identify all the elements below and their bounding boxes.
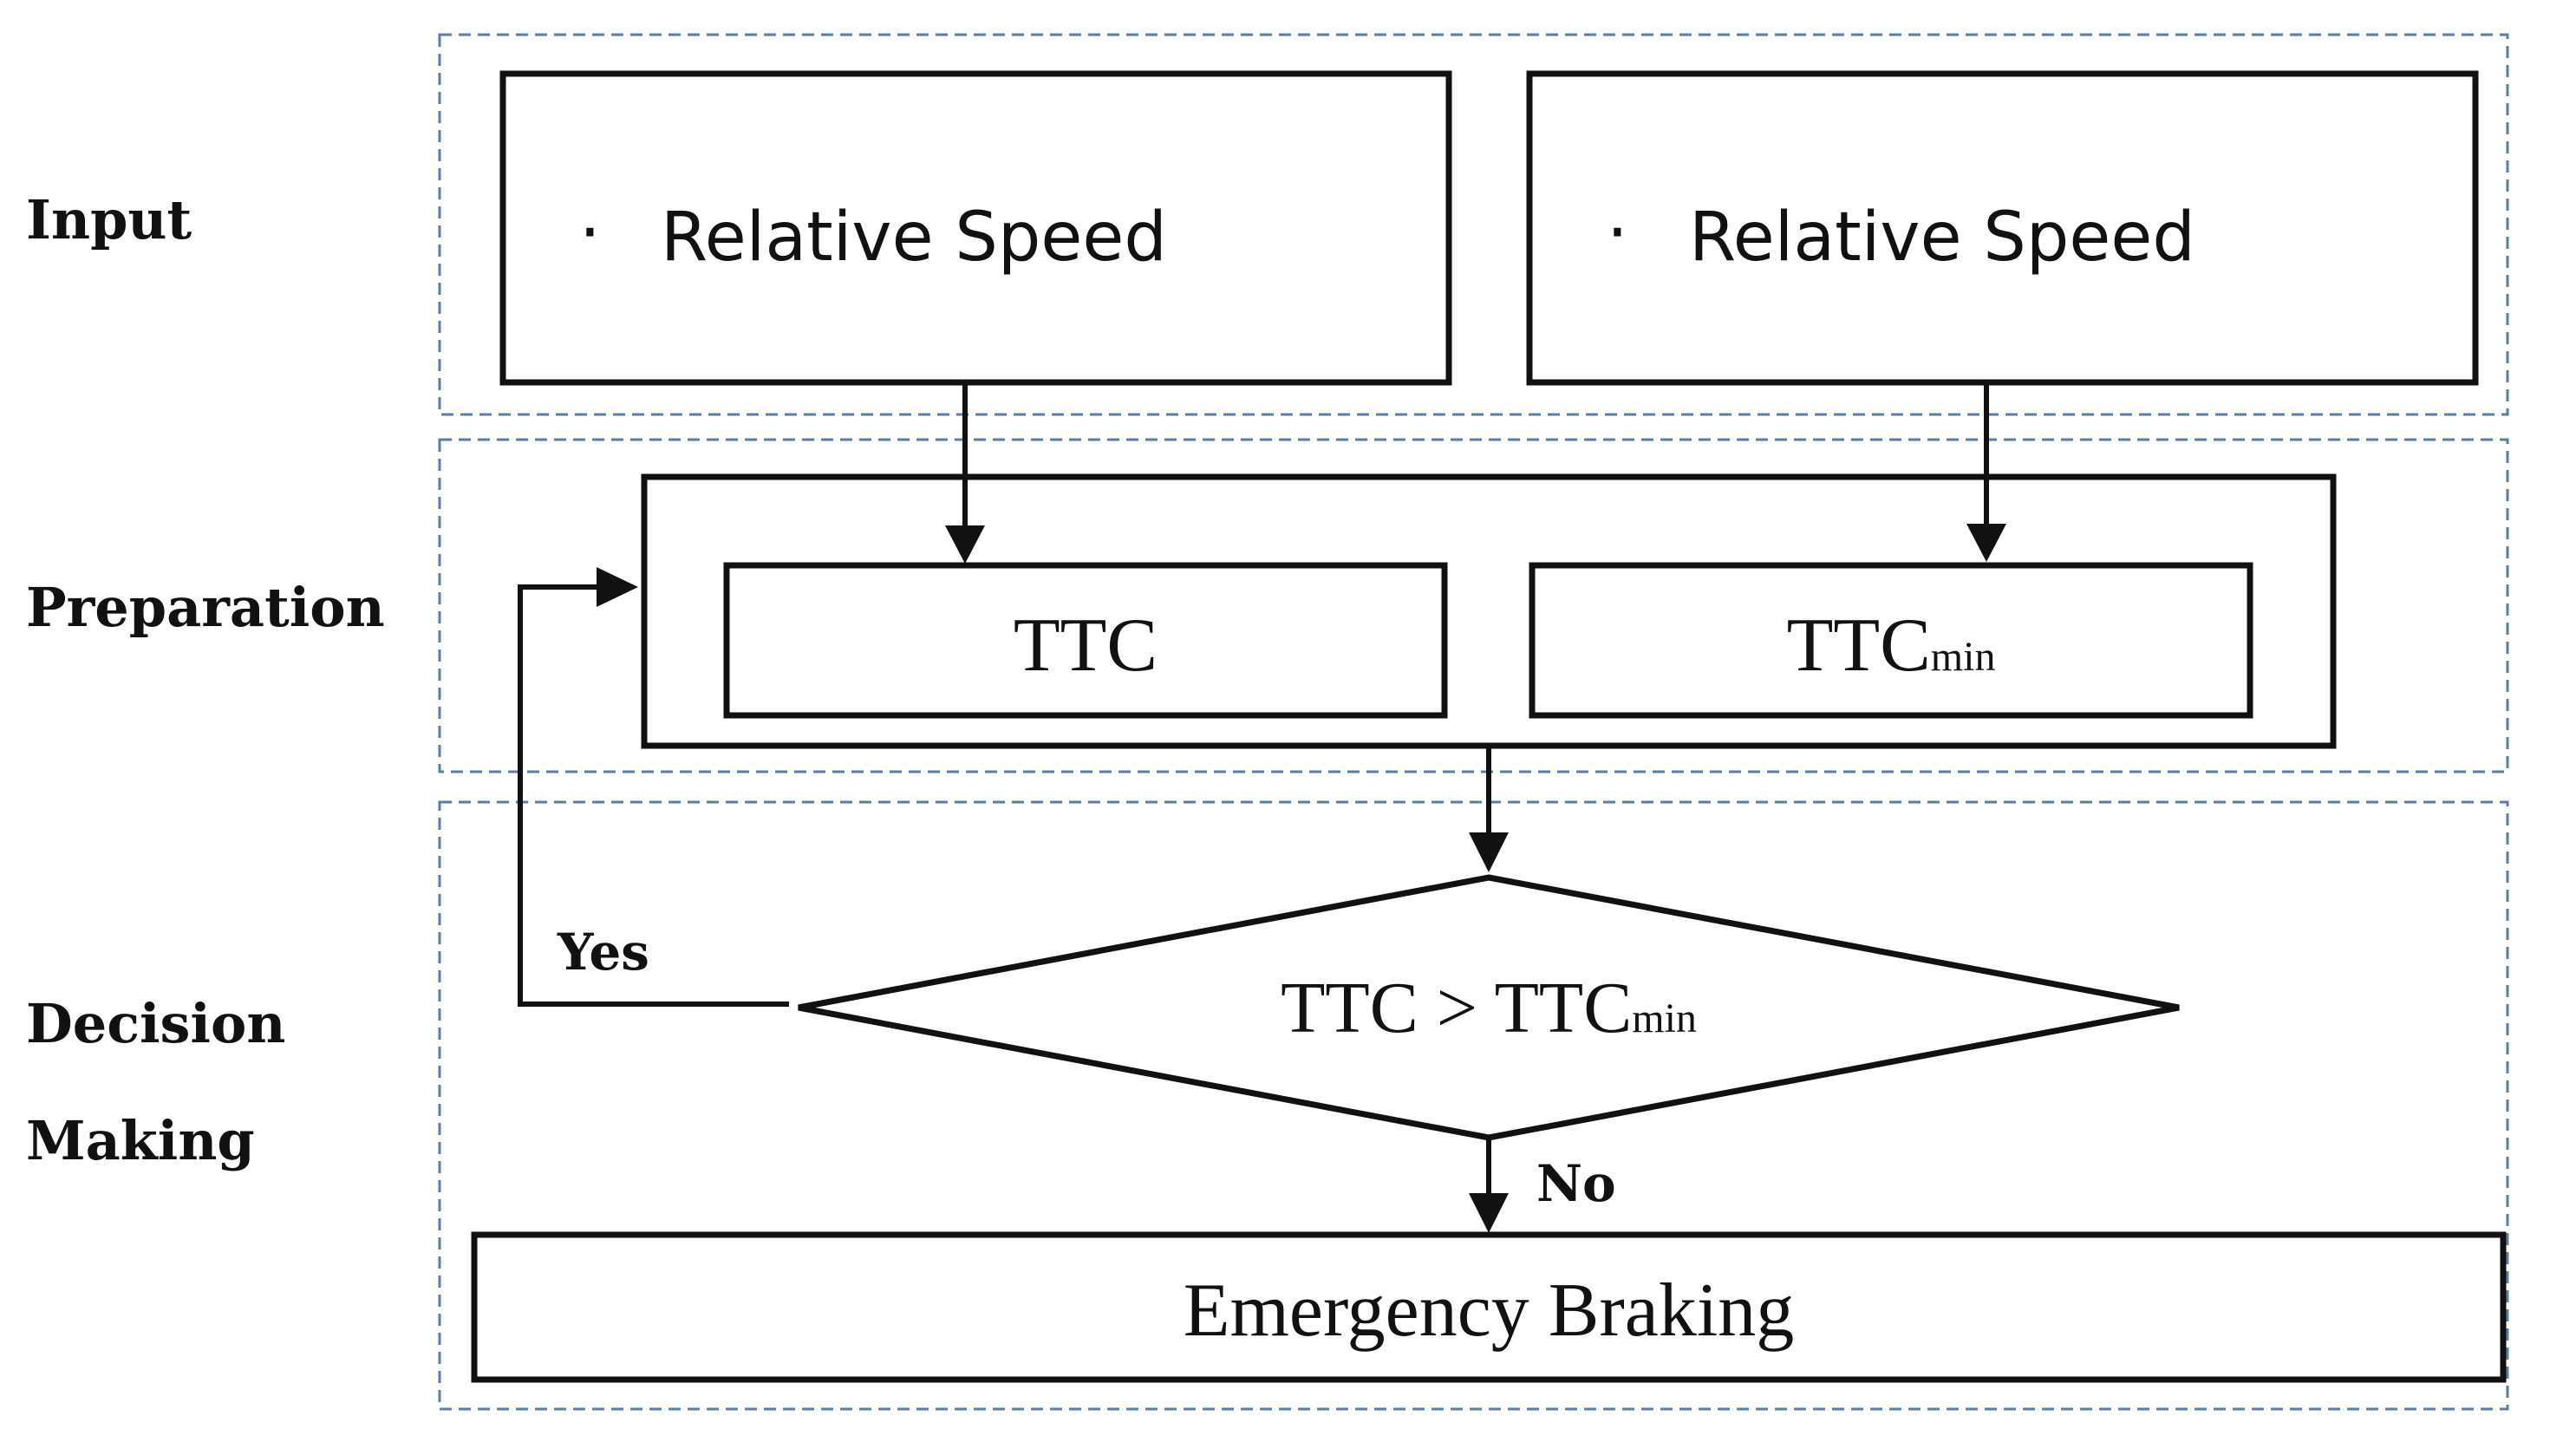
input-box-left-bullet: · — [579, 194, 601, 272]
no-label: No — [1536, 1154, 1616, 1213]
arrow-input-right-head — [1966, 524, 2006, 562]
yes-label: Yes — [557, 923, 649, 982]
stage-label-input: Input — [26, 188, 192, 251]
preparation-region — [438, 438, 2509, 773]
arrow-yes-loop — [518, 584, 789, 1007]
stage-label-preparation: Preparation — [26, 576, 385, 639]
decision-condition-main: TTC > TTC — [1281, 968, 1632, 1048]
stage-label-decision: Decision — [26, 992, 285, 1055]
input-box-right — [1526, 70, 2479, 386]
input-box-right-bullet: · — [1607, 194, 1628, 272]
ttc-box — [723, 562, 1448, 719]
arrow-input-left-head — [945, 525, 985, 564]
input-box-right-label: Relative Speed — [1689, 199, 2195, 277]
arrow-preparation-head — [1469, 832, 1509, 872]
arrow-yes-head — [597, 567, 638, 607]
arrow-no-head — [1469, 1193, 1509, 1233]
input-box-left-label: Relative Speed — [661, 199, 1167, 277]
ttc-min-box — [1529, 562, 2253, 719]
decision-condition: TTC > TTCmin — [1281, 968, 1697, 1048]
emergency-braking-label: Emergency Braking — [1184, 1269, 1795, 1353]
ttc-label: TTC — [1014, 604, 1158, 688]
ttc-min-main: TTC — [1787, 604, 1931, 688]
stage-label-making: Making — [26, 1109, 255, 1172]
decision-condition-subscript: min — [1632, 995, 1697, 1041]
input-region — [438, 33, 2509, 416]
ttc-min-label: TTCmin — [1787, 604, 1996, 688]
decision-region — [438, 800, 2509, 1411]
ttc-min-subscript: min — [1931, 634, 1996, 680]
emergency-braking-box — [471, 1231, 2507, 1383]
input-box-left — [499, 70, 1452, 386]
